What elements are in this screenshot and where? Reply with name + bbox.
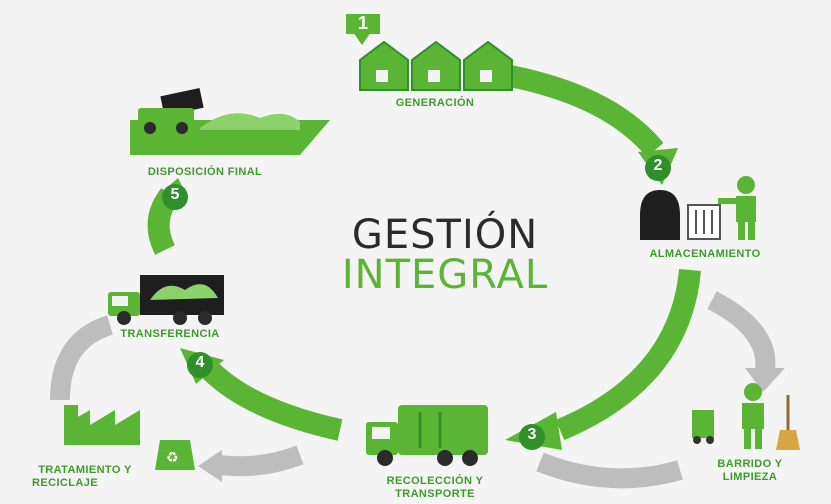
step-2-badge	[645, 155, 671, 181]
label-barrido-line2: LIMPIEZA	[722, 471, 778, 483]
garbage-truck-icon	[366, 405, 488, 466]
label-barrido-line1: BARRIDO Y	[717, 458, 783, 470]
houses-icon	[359, 40, 513, 91]
step-5-badge	[162, 184, 188, 210]
label-recoleccion-line1: RECOLECCIÓN Y	[386, 475, 484, 487]
gray-branch-arrows	[50, 291, 785, 489]
step-5-number: 5	[170, 186, 180, 203]
trash-bag-bin-person-icon	[640, 176, 756, 240]
transfer-truck-icon	[108, 275, 224, 325]
label-tratamiento-line2: RECICLAJE	[32, 477, 98, 489]
label-tratamiento-line1: TRATAMIENTO Y	[38, 464, 132, 476]
landfill-truck-icon	[130, 88, 330, 155]
title-line-2: INTEGRAL	[341, 252, 549, 298]
step-4-badge	[187, 352, 213, 378]
title-line-1: GESTIÓN	[351, 212, 539, 258]
factory-recycle-icon: ♻	[64, 405, 195, 470]
label-almacenamiento: ALMACENAMIENTO	[649, 248, 761, 260]
label-recoleccion-line2: TRANSPORTE	[395, 488, 475, 500]
step-4-number: 4	[195, 354, 205, 371]
step-1-number: 1	[357, 13, 368, 33]
step-3-badge	[519, 424, 545, 450]
step-3-number: 3	[527, 426, 537, 443]
label-disposicion-final: DISPOSICIÓN FINAL	[147, 166, 263, 178]
svg-text:♻: ♻	[166, 450, 179, 466]
label-generacion: GENERACIÓN	[395, 97, 475, 109]
label-transferencia: TRANSFERENCIA	[120, 328, 220, 340]
step-2-number: 2	[653, 157, 663, 174]
sweeping-person-icon	[692, 383, 800, 450]
